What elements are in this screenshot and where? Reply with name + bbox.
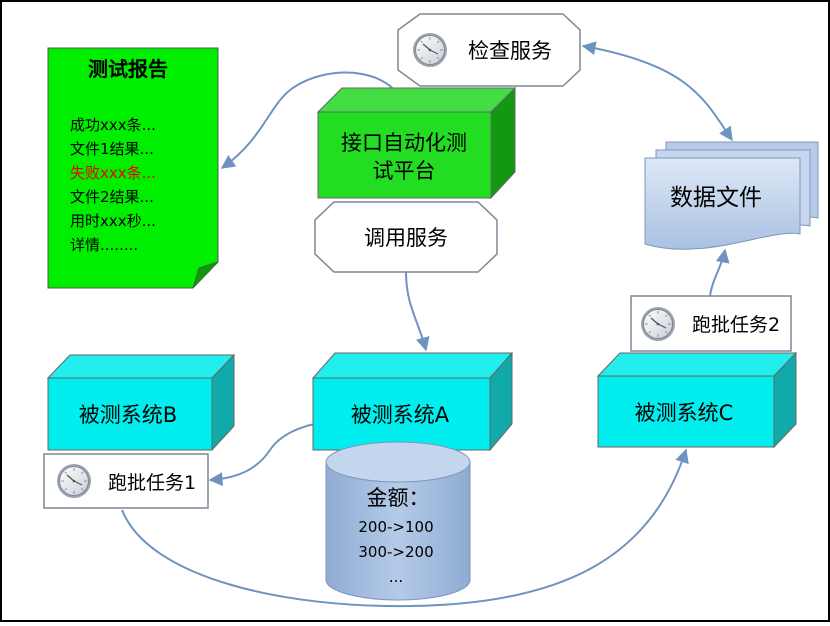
report-line: 文件2结果... [70, 188, 154, 206]
system-b-box: 被测系统B [46, 353, 236, 452]
arrow-platform-to-report [220, 71, 404, 169]
system-c-label: 被测系统C [635, 401, 734, 425]
arrow-task2-to-datafile [709, 248, 730, 297]
platform-label-line2: 试平台 [373, 159, 436, 183]
arrow-check-to-datafile [581, 41, 733, 142]
system-b-label: 被测系统B [79, 403, 177, 427]
arrow-call-to-system-a [405, 271, 430, 352]
data-file-label: 数据文件 [670, 185, 762, 211]
report-line: 用时xxx秒... [70, 212, 156, 230]
arrow-task1-to-system-c [121, 448, 689, 608]
check-service-node: 检查服务 [397, 13, 581, 87]
report-line: 详情........ [70, 236, 138, 254]
report-lines: 成功xxx条... 文件1结果... 失败xxx条... 文件2结果... 用时xxx秒… [70, 116, 156, 254]
batch-task-1-label: 跑批任务1 [108, 472, 196, 494]
database-row: 300->200 [358, 543, 433, 561]
call-service-node: 调用服务 [314, 201, 498, 273]
database-row: ... [389, 568, 403, 586]
report-line: 成功xxx条... [70, 116, 156, 134]
system-c-box: 被测系统C [596, 351, 798, 449]
database-rows: 200->100 300->200... [358, 518, 433, 586]
report-title: 测试报告 [88, 57, 168, 81]
batch-task-2-node: 跑批任务2 [630, 295, 792, 352]
system-a-box: 被测系统A [311, 351, 514, 452]
report-line: 文件1结果... [70, 140, 154, 158]
database-title: 金额： [367, 486, 430, 510]
system-a-label: 被测系统A [351, 403, 450, 427]
database-cylinder: 金额： 200->100 300->200... [325, 441, 471, 601]
clock-icon [640, 306, 676, 342]
check-service-label: 检查服务 [468, 39, 552, 63]
clock-icon [412, 32, 448, 68]
data-file-stack: 数据文件 [644, 141, 819, 250]
automation-platform-box: 接口自动化测 试平台 [316, 86, 517, 200]
batch-task-1-node: 跑批任务1 [43, 453, 209, 509]
clock-icon [56, 463, 92, 499]
database-row: 200->100 [358, 518, 433, 536]
report-line: 失败xxx条... [70, 164, 156, 182]
platform-label-line1: 接口自动化测 [341, 131, 467, 155]
call-service-label: 调用服务 [364, 226, 448, 250]
test-report-document: 测试报告 成功xxx条... 文件1结果... 失败xxx条... 文件2结果... 用… [47, 47, 219, 289]
batch-task-2-label: 跑批任务2 [692, 314, 780, 336]
